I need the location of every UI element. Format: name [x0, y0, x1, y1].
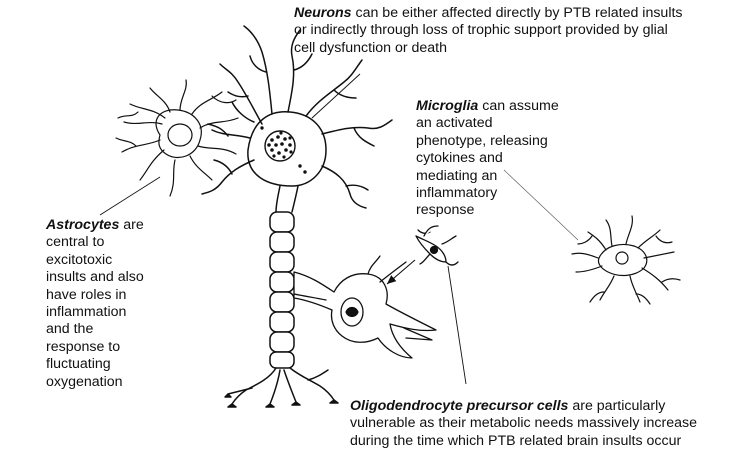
microglia-text-line: an activated: [416, 115, 493, 132]
astrocytes-text-line: oxygenation: [46, 373, 123, 390]
microglia-text-line: cytokines and: [416, 150, 503, 167]
neurons-text-line: or indirectly through loss of trophic su…: [294, 22, 668, 39]
opc-leader-line: [447, 265, 467, 385]
microglia-text-line: inflammatory: [416, 185, 498, 202]
microglia-text-line: phenotype, releasing: [416, 132, 548, 149]
astrocytes-leader-line: [99, 176, 161, 216]
neurons-annotation: Neurons can be either affected directly …: [294, 5, 683, 57]
opc-arrow: [386, 259, 416, 285]
neurons-term: Neurons: [294, 5, 352, 21]
astrocytes-text-line: insults and also: [46, 269, 144, 286]
astrocytes-text-line: fluctuating: [46, 356, 111, 373]
nucleus-icon: [260, 126, 307, 174]
leader-lines: [99, 73, 579, 385]
astrocytes-term: Astrocytes: [46, 217, 120, 233]
opc-term: Oligodendrocyte precursor cells: [350, 398, 569, 414]
microglia-text-line: can assume: [478, 98, 559, 114]
microglia-term: Microglia: [416, 98, 479, 114]
astrocytes-text-line: are: [119, 217, 144, 233]
astrocytes-text-line: central to: [46, 234, 105, 251]
opc-text-line: are particularly: [568, 398, 666, 414]
neuron-icon: [201, 25, 393, 408]
opc-text-line: during the time which PTB related brain …: [350, 432, 682, 449]
opc-annotation: Oligodendrocyte precursor cells are part…: [350, 398, 697, 450]
oligodendrocyte-icon: [293, 255, 437, 359]
neurons-text-line: can be either affected directly by PTB r…: [351, 5, 683, 21]
astrocytes-text-line: inflammation: [46, 304, 127, 321]
astrocytes-text-line: response to: [46, 338, 121, 355]
microglia-icon: [571, 215, 681, 305]
astrocytes-text-line: and the: [46, 321, 94, 338]
astrocytes-text-line: have roles in: [46, 286, 127, 303]
astrocyte-icon: [115, 79, 239, 197]
neurons-leader-line: [311, 73, 361, 119]
opc-text-line: vulnerable as their metabolic needs mass…: [350, 415, 697, 432]
astrocytes-annotation: Astrocytes are central to excitotoxic in…: [46, 217, 144, 391]
microglia-text-line: response: [416, 202, 475, 219]
microglia-annotation: Microglia can assume an activated phenot…: [416, 98, 559, 220]
neurons-text-line: cell dysfunction or death: [294, 39, 448, 56]
microglia-text-line: mediating an: [416, 167, 498, 184]
oligodendrocyte-precursor-icon: [415, 225, 459, 266]
microglia-leader-line: [503, 169, 579, 241]
astrocytes-text-line: excitotoxic: [46, 251, 113, 268]
